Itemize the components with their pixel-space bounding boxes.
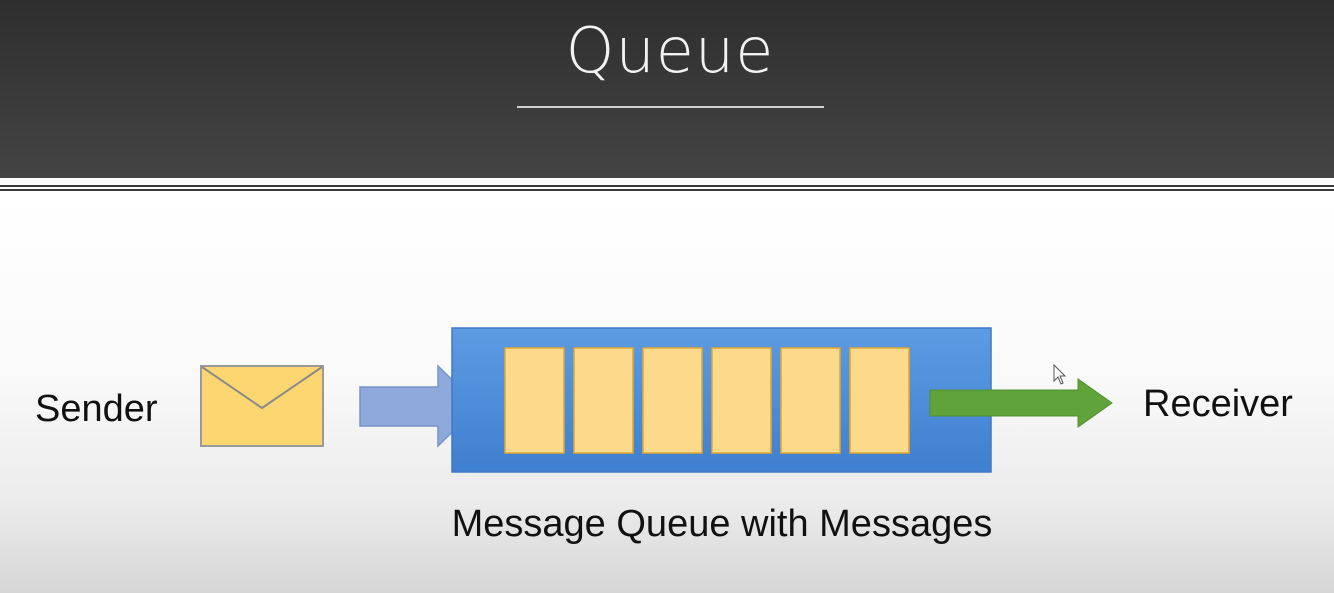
slide-title: Queue (565, 14, 775, 87)
outgoing-arrow (929, 378, 1113, 428)
sender-label: Sender (35, 388, 158, 430)
envelope-icon (200, 365, 324, 447)
title-bar: Queue (0, 0, 1334, 178)
message-slot (642, 347, 703, 454)
receiver-label: Receiver (1143, 383, 1293, 425)
title-underline (517, 106, 824, 108)
queue-caption: Message Queue with Messages (452, 503, 993, 545)
title-separator-line (0, 189, 1334, 191)
message-slot (849, 347, 910, 454)
mouse-cursor-icon (1053, 363, 1067, 385)
message-slot (573, 347, 634, 454)
message-slot (780, 347, 841, 454)
title-separator (0, 178, 1334, 185)
message-slot (504, 347, 565, 454)
message-slots (504, 347, 910, 454)
message-slot (711, 347, 772, 454)
title-separator-line (0, 185, 1334, 187)
